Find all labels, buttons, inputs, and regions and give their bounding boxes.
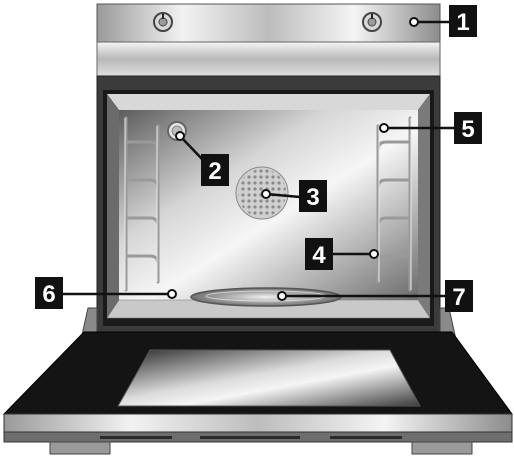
- oven-door: [4, 332, 512, 454]
- callout-3: 3: [299, 180, 327, 212]
- door-window: [118, 350, 420, 406]
- callout-number: 7: [452, 284, 465, 311]
- callout-number: 6: [42, 281, 55, 308]
- callout-2: 2: [201, 154, 229, 186]
- door-handle-bar: [4, 414, 512, 432]
- door-foot-right: [412, 442, 472, 454]
- callout-number: 5: [461, 116, 474, 143]
- callout-6: 6: [35, 277, 63, 309]
- callout-number: 4: [312, 242, 326, 269]
- callout-4: 4: [305, 238, 333, 270]
- callout-1: 1: [449, 5, 477, 37]
- knob-icon[interactable]: [154, 13, 172, 31]
- control-panel: [97, 4, 440, 76]
- callout-7: 7: [445, 280, 473, 312]
- leader-dot: [262, 190, 270, 198]
- leader-dot: [370, 250, 378, 258]
- door-foot-left: [50, 442, 110, 454]
- callout-5: 5: [454, 112, 482, 144]
- leader-dot: [278, 292, 286, 300]
- leader-dot: [380, 124, 388, 132]
- callout-number: 3: [306, 184, 319, 211]
- callout-number: 2: [208, 158, 221, 185]
- leader-dot: [168, 290, 176, 298]
- knob-icon[interactable]: [363, 13, 381, 31]
- leader-dot: [176, 132, 184, 140]
- leader-dot: [410, 18, 418, 26]
- callout-number: 1: [456, 9, 469, 36]
